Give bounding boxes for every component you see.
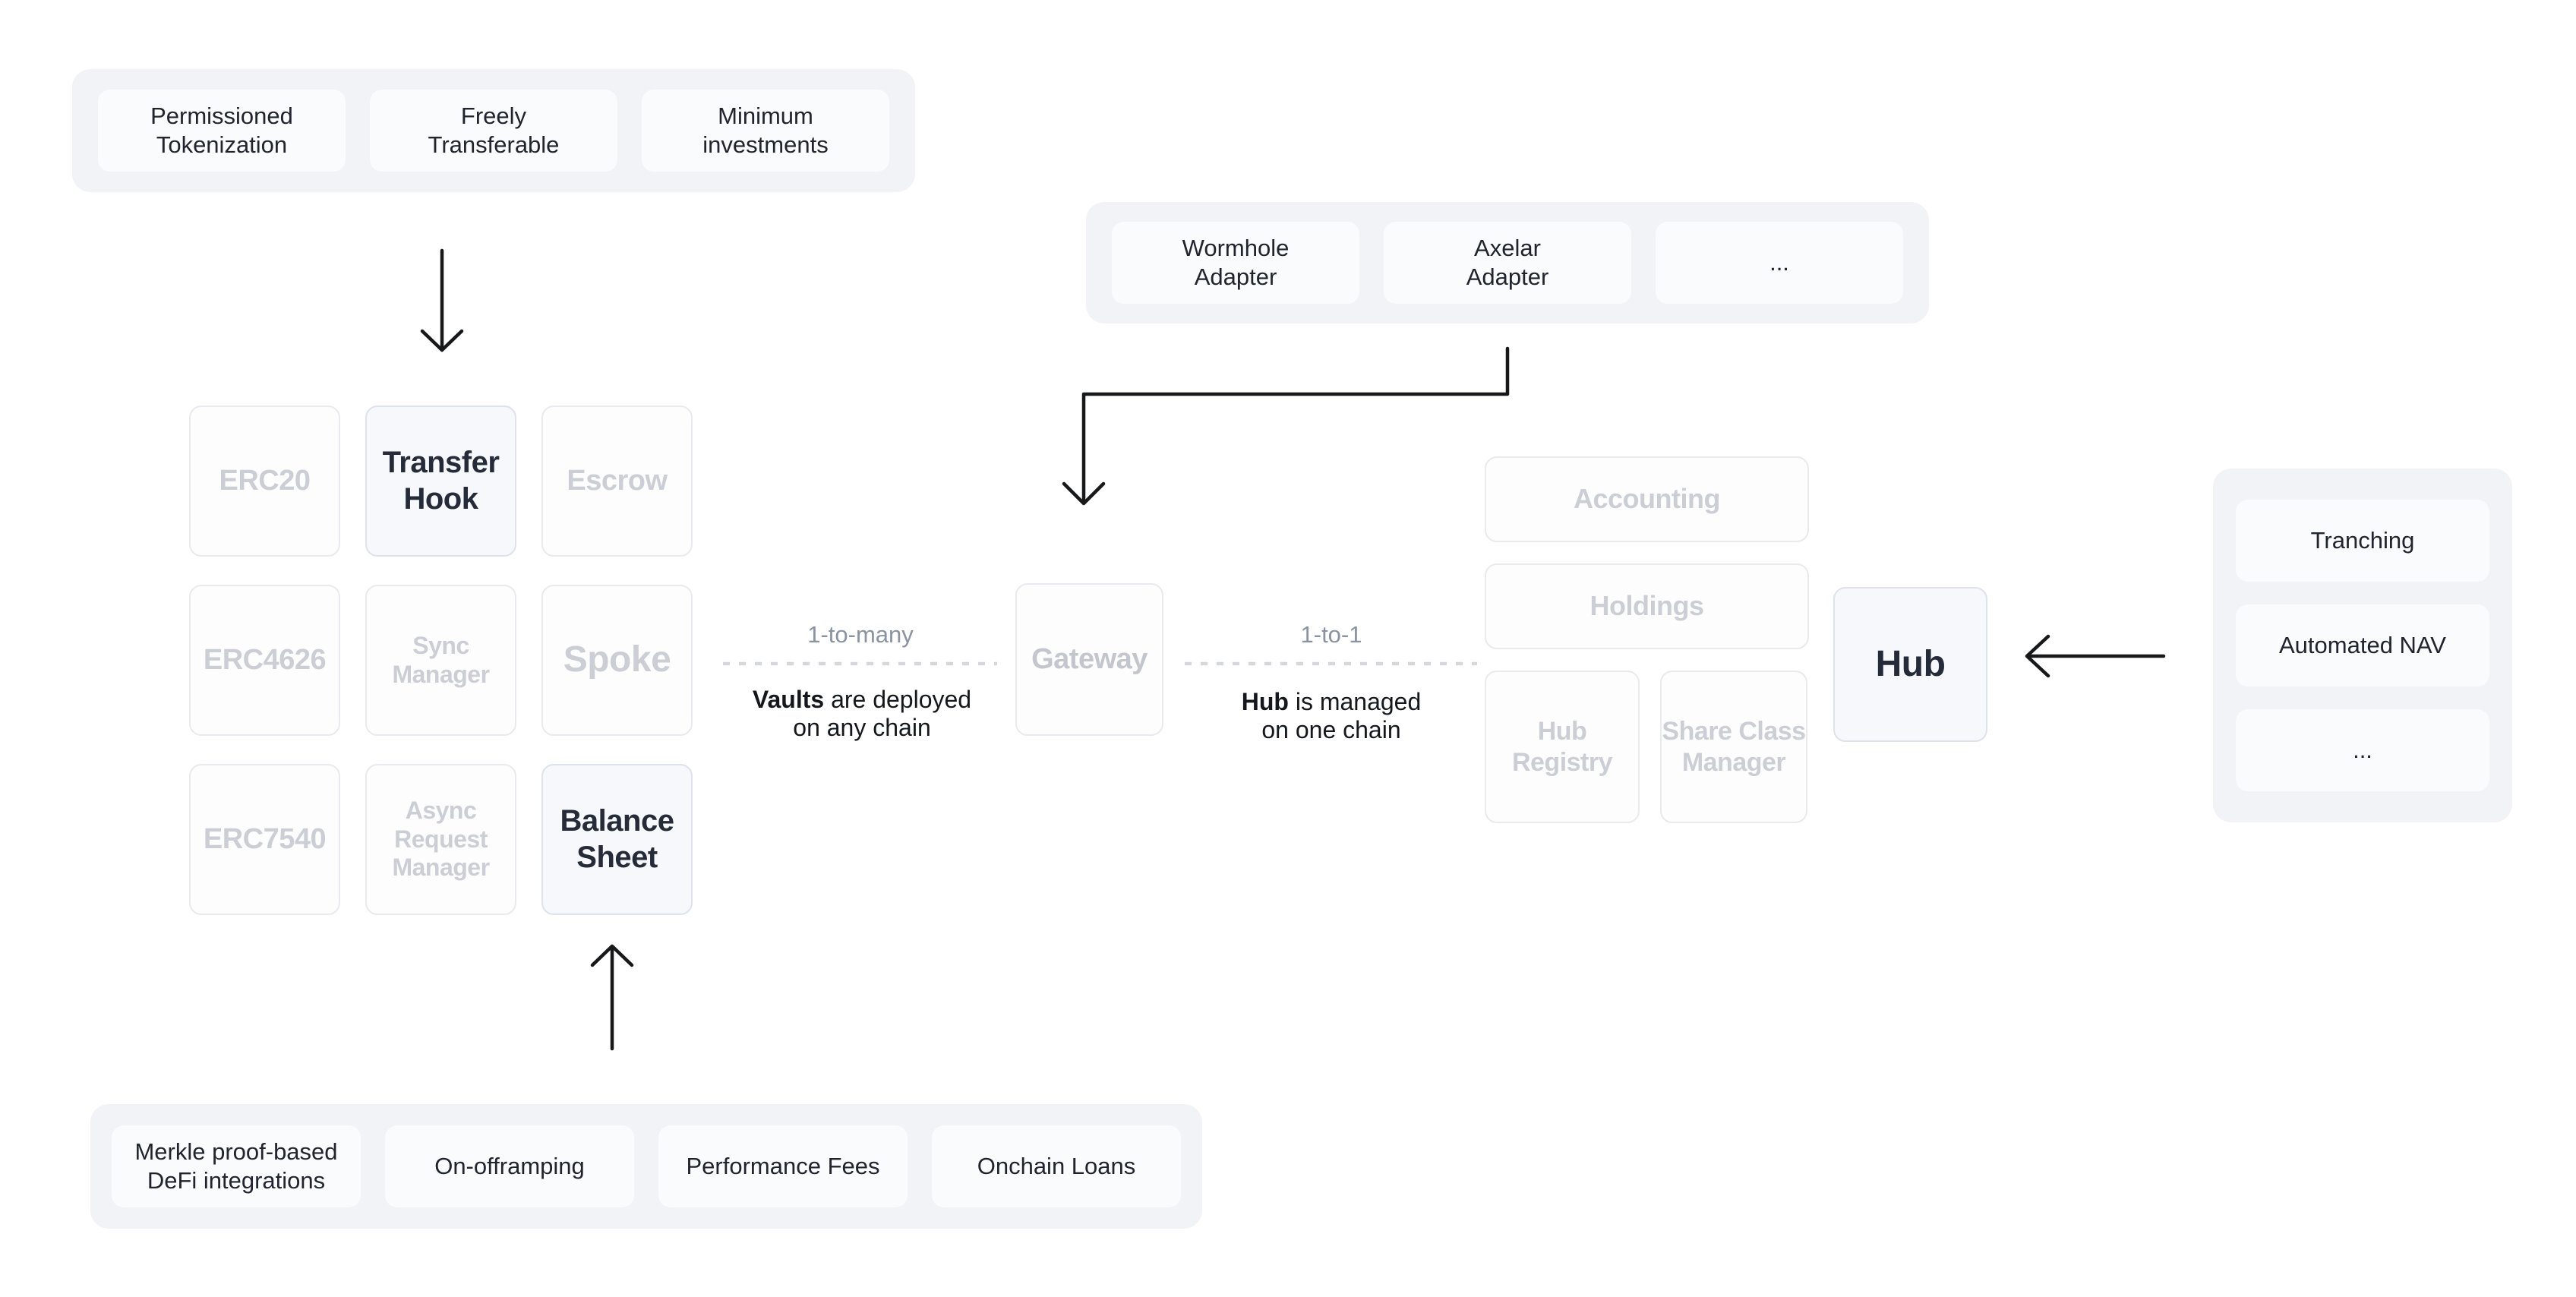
card-performance-fees: Performance Fees (658, 1125, 908, 1207)
card-freely-transferable: Freely Transferable (370, 90, 617, 172)
card-more-features: ... (2236, 709, 2489, 791)
box-erc20: ERC20 (189, 406, 340, 557)
card-on-offramping: On-offramping (385, 1125, 634, 1207)
integrations-group: Merkle proof-based DeFi integrations On-… (90, 1104, 1202, 1229)
arrow-down-to-transfer-hook (420, 248, 464, 352)
arrow-adapters-to-gateway (1062, 346, 1510, 506)
hub-features-group: Tranching Automated NAV ... (2213, 469, 2512, 822)
card-minimum-investments: Minimum investments (642, 90, 889, 172)
note-hub-managed: Hub is managed on one chain (1241, 688, 1422, 743)
card-merkle-defi-integrations: Merkle proof-based DeFi integrations (112, 1125, 361, 1207)
box-share-class-manager: Share Class Manager (1660, 671, 1807, 823)
card-axelar-adapter: Axelar Adapter (1384, 222, 1631, 304)
tokenization-features-group: Permissioned Tokenization Freely Transfe… (72, 69, 915, 192)
relation-label-1-to-many: 1-to-many (807, 621, 914, 648)
card-wormhole-adapter: Wormhole Adapter (1112, 222, 1359, 304)
box-spoke: Spoke (541, 585, 693, 736)
box-accounting: Accounting (1485, 456, 1809, 542)
arrow-features-to-hub (2025, 634, 2166, 678)
box-hub-registry: Hub Registry (1485, 671, 1640, 823)
box-escrow: Escrow (541, 406, 693, 557)
box-gateway: Gateway (1015, 583, 1163, 736)
card-tranching: Tranching (2236, 500, 2489, 582)
box-async-request-manager: Async Request Manager (365, 764, 516, 915)
box-balance-sheet: Balance Sheet (541, 764, 693, 915)
arrow-up-to-balance-sheet (590, 944, 634, 1051)
relation-label-1-to-1: 1-to-1 (1300, 621, 1362, 648)
adapters-group: Wormhole Adapter Axelar Adapter ... (1086, 202, 1929, 323)
card-automated-nav: Automated NAV (2236, 604, 2489, 686)
box-sync-manager: Sync Manager (365, 585, 516, 736)
note-vaults-deployed: Vaults are deployed on any chain (752, 686, 972, 741)
box-erc4626: ERC4626 (189, 585, 340, 736)
card-onchain-loans: Onchain Loans (932, 1125, 1181, 1207)
box-erc7540: ERC7540 (189, 764, 340, 915)
box-hub: Hub (1833, 587, 1987, 742)
box-holdings: Holdings (1485, 563, 1809, 649)
card-permissioned-tokenization: Permissioned Tokenization (98, 90, 346, 172)
card-more-adapters: ... (1656, 222, 1903, 304)
box-transfer-hook: Transfer Hook (365, 406, 516, 557)
